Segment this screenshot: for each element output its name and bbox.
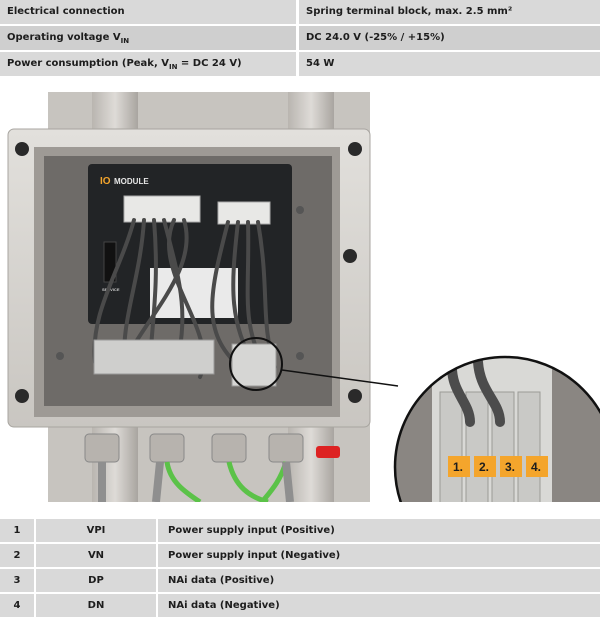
pin-description: NAi data (Positive) [158, 569, 600, 592]
pin-description: Power supply input (Positive) [158, 519, 600, 542]
enclosure-photo: IO MODULE SERVICE [0, 92, 600, 579]
pin-description: NAi data (Negative) [158, 594, 600, 617]
callout-2-text: 2. [479, 460, 489, 474]
red-plug [316, 446, 340, 458]
pin-row: 2 VN Power supply input (Negative) [0, 544, 600, 567]
callout-4 [526, 456, 548, 477]
terminal-rail [93, 339, 215, 375]
spec-value: 54 W [299, 52, 600, 76]
spring-terminals [231, 343, 277, 387]
pin-number: 4 [0, 594, 34, 617]
spec-value: Spring terminal block, max. 2.5 mm² [299, 0, 600, 24]
pin-description: Power supply input (Negative) [158, 544, 600, 567]
grey-cables [98, 461, 294, 503]
callout-2 [474, 456, 496, 477]
spec-row: Electrical connection Spring terminal bl… [0, 0, 600, 24]
cable-glands [84, 433, 304, 463]
spec-row: Power consumption (Peak, VIN = DC 24 V) … [0, 52, 600, 76]
pin-number: 1 [0, 519, 34, 542]
callout-1 [448, 456, 470, 477]
spec-label: Operating voltage VIN [0, 26, 296, 50]
module-text: MODULE [114, 177, 149, 186]
service-label: SERVICE [102, 287, 120, 292]
pin-signal: DP [36, 569, 156, 592]
terminal-block-top-right [217, 201, 271, 225]
pin-row: 4 DN NAi data (Negative) [0, 594, 600, 617]
pin-number: 3 [0, 569, 34, 592]
pin-number: 2 [0, 544, 34, 567]
screw-hole [348, 389, 362, 403]
screw-hole [15, 389, 29, 403]
spec-label: Power consumption (Peak, VIN = DC 24 V) [0, 52, 296, 76]
callout-1-text: 1. [453, 460, 463, 474]
screw-hole [348, 142, 362, 156]
spec-row: Operating voltage VIN DC 24.0 V (-25% / … [0, 26, 600, 50]
pin-signal: DN [36, 594, 156, 617]
pin-signal: VN [36, 544, 156, 567]
callout-leader [281, 369, 399, 387]
pin-row: 3 DP NAi data (Positive) [0, 569, 600, 592]
terminal-block-top [123, 195, 201, 223]
callout-3-text: 3. [505, 460, 515, 474]
module-brand: IO [100, 176, 111, 187]
screw-hole [15, 142, 29, 156]
spec-label: Electrical connection [0, 0, 296, 24]
zoom-origin [229, 337, 283, 391]
callout-labels: 1. 2. 3. 4. [448, 456, 548, 477]
spec-value: DC 24.0 V (-25% / +15%) [299, 26, 600, 50]
pin-signal: VPI [36, 519, 156, 542]
pin-row: 1 VPI Power supply input (Positive) [0, 519, 600, 542]
callout-4-text: 4. [531, 460, 541, 474]
callout-3 [500, 456, 522, 477]
